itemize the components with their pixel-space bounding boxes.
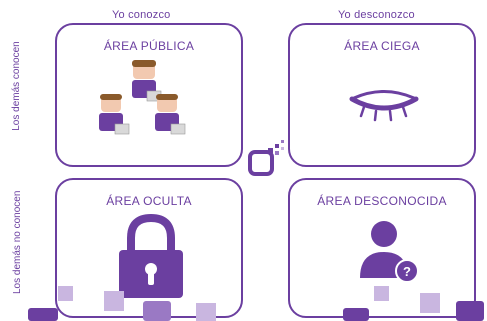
unknown-area-title: ÁREA DESCONOCIDA — [317, 194, 447, 208]
closed-eye-icon — [349, 90, 419, 122]
unknown-user-icon: ? — [360, 221, 419, 283]
decorative-squares — [28, 286, 484, 321]
people-group-icon — [99, 60, 186, 135]
svg-text:?: ? — [403, 264, 411, 279]
central-logo-icon — [248, 140, 284, 176]
public-area-box: ÁREA PÚBLICA — [55, 23, 243, 167]
blind-area-title: ÁREA CIEGA — [344, 39, 420, 53]
column-label-unknown-to-self: Yo desconozco — [338, 9, 415, 21]
column-label-known-to-self: Yo conozco — [112, 9, 171, 21]
public-area-title: ÁREA PÚBLICA — [103, 39, 195, 53]
hidden-area-title: ÁREA OCULTA — [106, 194, 192, 208]
row-label-unknown-to-others: Los demás no conocen — [12, 190, 23, 294]
blind-area-box: ÁREA CIEGA — [288, 23, 476, 167]
padlock-icon — [119, 213, 183, 298]
row-label-known-to-others: Los demás conocen — [11, 41, 22, 131]
hidden-area-box: ÁREA OCULTA — [55, 178, 243, 318]
